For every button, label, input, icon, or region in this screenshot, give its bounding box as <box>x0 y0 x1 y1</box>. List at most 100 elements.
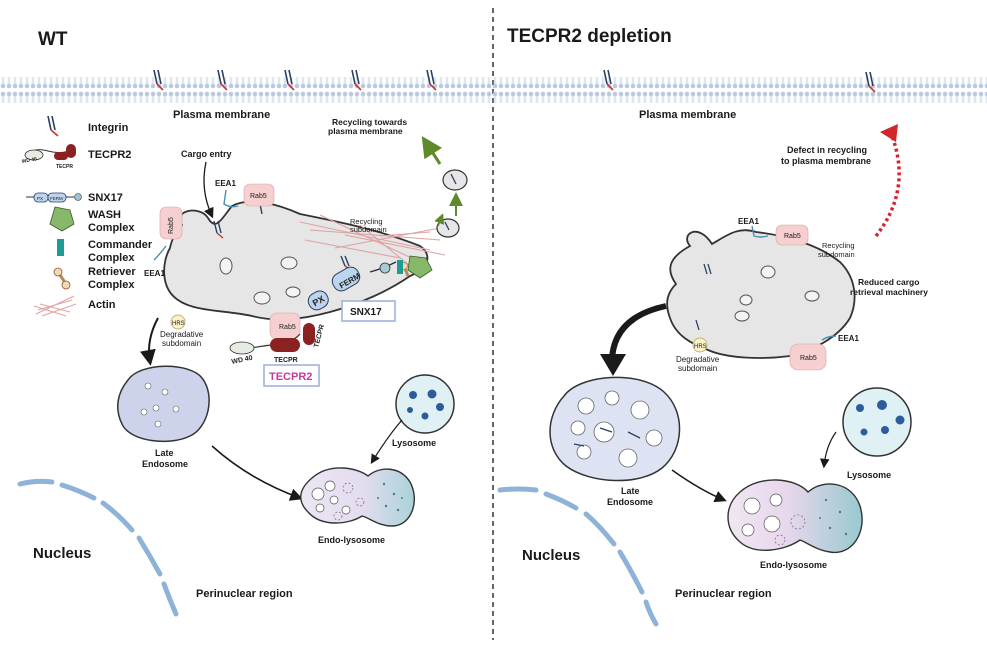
plasma-membrane-label-right: Plasma membrane <box>639 109 736 121</box>
eea1-icon <box>821 335 837 341</box>
plasma-membrane-label-left: Plasma membrane <box>173 109 270 121</box>
rab5-top <box>243 183 275 207</box>
recycling-subdomain-dep-2: subdomain <box>818 250 855 259</box>
integrin-icon <box>47 115 59 137</box>
actin-filaments <box>299 214 446 271</box>
eea1-label-dep-top: EEA1 <box>738 217 759 226</box>
ilv <box>152 404 160 412</box>
tecpr2-icon: WD 40 TECPR <box>21 144 76 170</box>
arrow-lysosome-fusion-dep <box>819 431 837 469</box>
hrs-icon <box>170 314 186 330</box>
integrin-icon <box>153 69 876 93</box>
legend-snx17: SNX17 <box>88 192 123 204</box>
late-endosome-label-2: Endosome <box>142 459 188 469</box>
tecpr-vertical-label: TECPR <box>313 324 326 349</box>
tecpr-label: TECPR <box>274 357 298 364</box>
recycling-vesicle <box>442 169 468 191</box>
arrow-to-endo-lysosome <box>211 445 304 501</box>
defect-label-1: Defect in recycling <box>787 145 867 155</box>
rab5-top-label: Rab5 <box>250 193 267 200</box>
svg-text:TECPR: TECPR <box>56 164 73 170</box>
panel-title-wt: WT <box>38 29 68 50</box>
legend-retriever-1: Retriever <box>88 266 136 278</box>
legend-commander-2: Complex <box>88 252 135 264</box>
nuclear-envelope-wt <box>17 478 179 617</box>
commander-complex-icon <box>57 239 64 256</box>
legend-integrin: Integrin <box>88 122 129 134</box>
svg-text:FERM: FERM <box>50 196 63 201</box>
rab5-dep-top-label: Rab5 <box>784 233 801 240</box>
eea1-icon <box>751 225 769 238</box>
lysosome-label-wt: Lysosome <box>392 438 436 448</box>
svg-text:WD 40: WD 40 <box>21 156 37 165</box>
endo-lysosome-vesicles <box>311 480 351 515</box>
legend: Integrin WD 40 TECPR TECPR2 PX FERM SNX1… <box>21 115 153 317</box>
endosome-lumen-vesicle <box>739 294 753 306</box>
lysosome-label-dep: Lysosome <box>847 470 891 480</box>
lysosome-contents <box>856 400 905 436</box>
tecpr2-complex: Rab5 WD 40 TECPR TECPR <box>229 312 326 366</box>
lysosome-contents <box>407 389 444 420</box>
endosome-lumen-vesicle <box>760 265 776 279</box>
eea1-label-dep-bottom: EEA1 <box>838 334 859 343</box>
snx17-box <box>341 300 396 322</box>
perinuclear-label-wt: Perinuclear region <box>196 588 293 600</box>
arrow-enhanced-degradation-head <box>600 354 626 376</box>
degradative-label-1: Degradative <box>160 330 204 339</box>
legend-wash-2: Complex <box>88 222 135 234</box>
large-ilvs <box>570 390 663 468</box>
legend-tecpr2: TECPR2 <box>88 149 131 161</box>
nuclear-envelope-depleted <box>497 486 659 627</box>
integrin-icon <box>573 427 641 447</box>
degradative-dep-1: Degradative <box>676 355 720 364</box>
reduced-label-1: Reduced cargo <box>858 277 919 287</box>
integrin-icon <box>695 263 712 331</box>
defect-recycling-arrow <box>874 135 901 238</box>
legend-commander-1: Commander <box>88 239 153 251</box>
ilv <box>140 408 148 416</box>
tecpr2-box-label: TECPR2 <box>269 371 312 383</box>
nucleus-label-dep: Nucleus <box>522 547 580 564</box>
endo-lysosome-vesicles <box>741 493 783 537</box>
panel-title-depletion: TECPR2 depletion <box>507 26 672 47</box>
recycling-towards-label-1: Recycling towards <box>332 117 407 127</box>
cargo-entry-arrow <box>203 161 214 219</box>
recycling-subdomain-dep-1: Recycling <box>822 241 855 250</box>
ilv <box>144 382 152 390</box>
eea1-left-label: EEA1 <box>144 269 165 278</box>
rab5-left <box>159 206 183 240</box>
late-endosome-wt <box>116 365 210 443</box>
endosome-lumen-vesicle <box>219 257 233 275</box>
arrow-lysosome-fusion <box>370 419 403 465</box>
commander-complex-icon <box>397 260 403 274</box>
actin-icon <box>33 295 77 317</box>
ilv <box>161 388 169 396</box>
eea1-label: EEA1 <box>215 179 236 188</box>
hrs-label: HRS <box>172 321 185 327</box>
legend-retriever-2: Complex <box>88 279 135 291</box>
early-endosome-depleted <box>666 229 856 359</box>
reduced-label-2: retrieval machinery <box>850 287 928 297</box>
endo-lysosome-degraded <box>774 514 806 546</box>
defect-label-2: to plasma membrane <box>781 156 871 166</box>
plasma-membrane <box>0 76 987 106</box>
recycling-towards-label-2: plasma membrane <box>328 126 403 136</box>
legend-actin: Actin <box>88 299 116 311</box>
endosome-lumen-vesicle <box>804 290 820 302</box>
defect-recycling-arrow-head <box>880 124 898 142</box>
svg-text:PX: PX <box>37 196 43 201</box>
recycling-arrow-up <box>421 135 442 165</box>
perinuclear-label-dep: Perinuclear region <box>675 588 772 600</box>
rab5-dep-bottom-label: Rab5 <box>800 355 817 362</box>
arrow-to-late-endosome <box>139 317 159 366</box>
hrs-label-dep: HRS <box>694 344 707 350</box>
snx17-box-label: SNX17 <box>350 307 382 318</box>
ilv <box>172 405 180 413</box>
endosome-lumen-vesicle <box>253 291 271 305</box>
late-endosome-dep-1: Late <box>621 486 640 496</box>
eea1-icon <box>223 189 239 208</box>
cargo-entry-label: Cargo entry <box>181 149 232 159</box>
retriever-complex-icon <box>379 262 391 274</box>
snx17-icon: PX FERM <box>26 192 82 203</box>
endo-lysosome-label-wt: Endo-lysosome <box>318 535 385 545</box>
